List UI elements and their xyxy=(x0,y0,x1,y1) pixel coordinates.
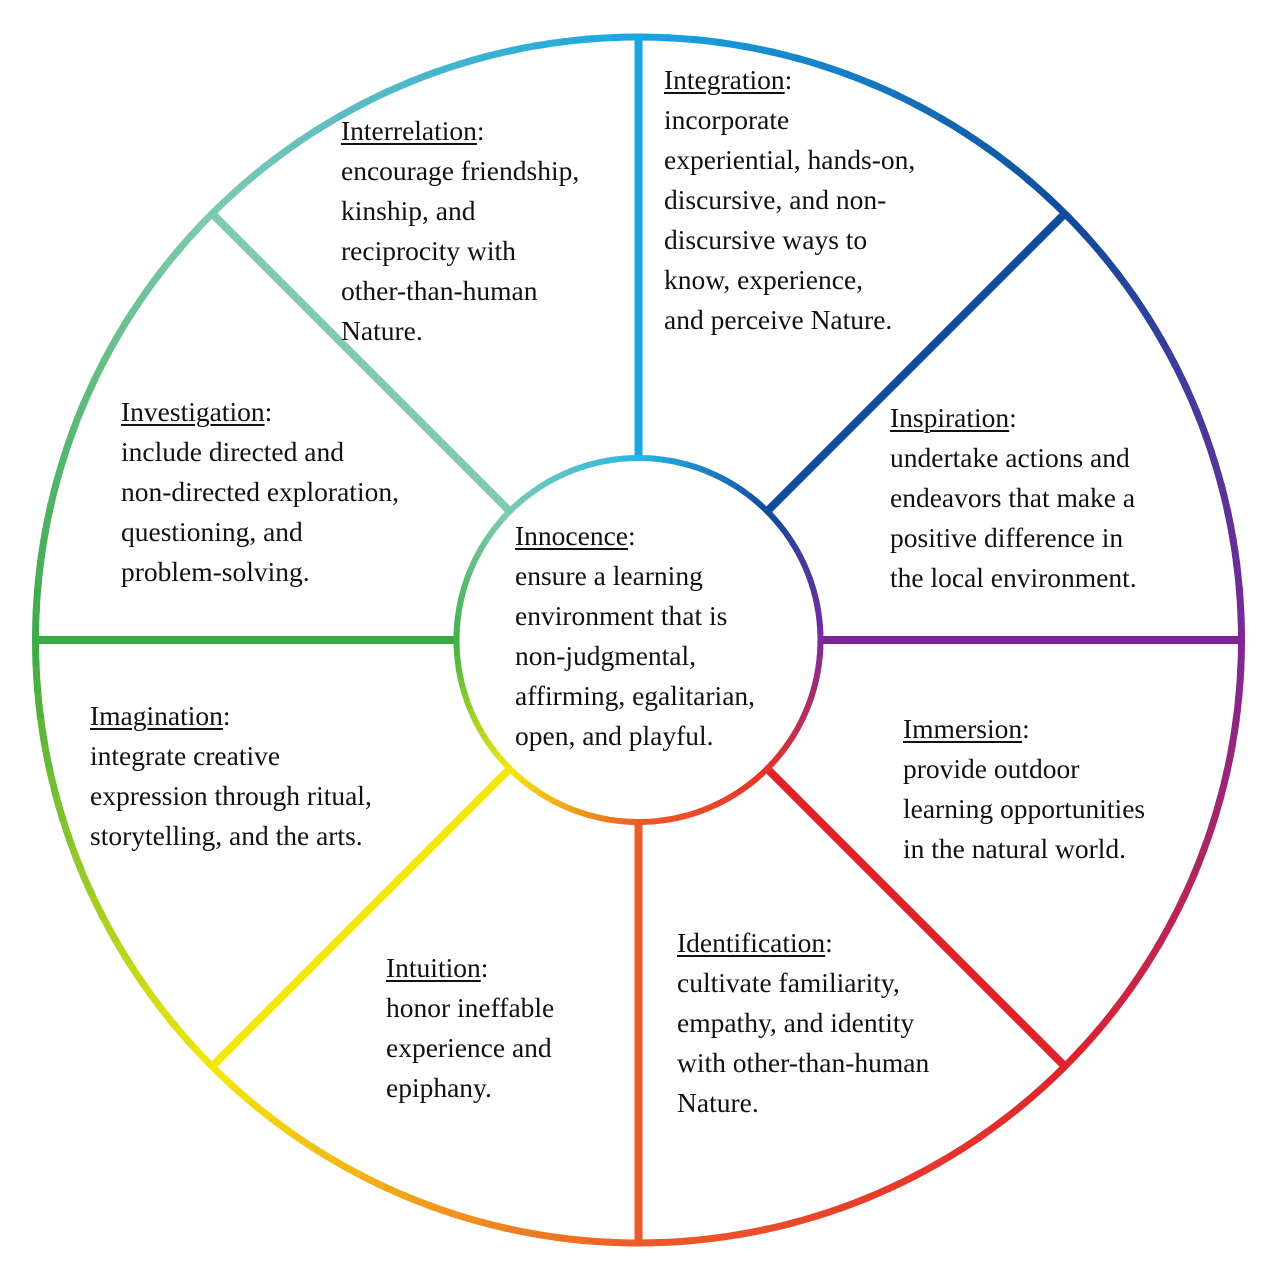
segment-text-line: Nature. xyxy=(677,1087,759,1118)
segment-text-line: discursive ways to xyxy=(664,224,868,255)
segment-text-line: non-judgmental, xyxy=(515,640,697,671)
segment-title: Inspiration xyxy=(890,402,1010,433)
segment-innocence: Innocence: ensure a learning environment… xyxy=(515,516,755,756)
segment-text-line: the local environment. xyxy=(890,562,1137,593)
segment-text-line: endeavors that make a xyxy=(890,482,1136,513)
segment-text-line: positive difference in xyxy=(890,522,1124,553)
segment-text-line: cultivate familiarity, xyxy=(677,967,900,998)
spoke-identification xyxy=(764,765,1068,1070)
segment-intuition: Intuition: honor ineffable experience an… xyxy=(386,948,554,1108)
segment-title: Identification xyxy=(677,927,826,958)
segment-integration: Integration: incorporate experiential, h… xyxy=(664,60,915,340)
spoke-interrelation xyxy=(209,210,513,515)
segment-text-line: and perceive Nature. xyxy=(664,304,893,335)
segment-text-line: in the natural world. xyxy=(903,833,1126,864)
segment-text-line: learning opportunities xyxy=(903,793,1146,824)
segment-immersion: Immersion: provide outdoor learning oppo… xyxy=(903,709,1145,869)
segment-title: Immersion xyxy=(903,713,1023,744)
segment-interrelation: Interrelation: encourage friendship, kin… xyxy=(341,111,579,351)
segment-text-line: encourage friendship, xyxy=(341,155,580,186)
segment-text-line: honor ineffable xyxy=(386,992,555,1023)
segment-imagination: Imagination: integrate creative expressi… xyxy=(90,696,372,856)
spoke-imagination xyxy=(209,765,513,1070)
segment-text-line: incorporate xyxy=(664,104,790,135)
segment-text-line: integrate creative xyxy=(90,740,281,771)
segment-text-line: know, experience, xyxy=(664,264,864,295)
segment-text-line: environment that is xyxy=(515,600,728,631)
segment-text-line: epiphany. xyxy=(386,1072,492,1103)
segment-text-line: expression through ritual, xyxy=(90,780,372,811)
segment-title: Intuition xyxy=(386,952,481,983)
segment-text-line: undertake actions and xyxy=(890,442,1130,473)
segment-text-line: non-directed exploration, xyxy=(121,476,399,507)
segment-text-line: kinship, and xyxy=(341,195,476,226)
spokes xyxy=(35,37,1242,1243)
segment-identification: Identification: cultivate familiarity, e… xyxy=(677,923,929,1123)
segment-text-line: empathy, and identity xyxy=(677,1007,915,1038)
spoke-inspiration xyxy=(764,210,1068,515)
segment-text-line: include directed and xyxy=(121,436,344,467)
segment-text-line: experience and xyxy=(386,1032,552,1063)
segment-text-line: discursive, and non- xyxy=(664,184,887,215)
outer-ring xyxy=(32,33,1246,1247)
segment-text-line: Nature. xyxy=(341,315,423,346)
segment-text-line: with other-than-human xyxy=(677,1047,930,1078)
inner-circle-ring xyxy=(453,454,824,826)
segment-inspiration: Inspiration: undertake actions and endea… xyxy=(890,398,1137,598)
segment-title: Imagination xyxy=(90,700,223,731)
segment-text-line: experiential, hands-on, xyxy=(664,144,916,175)
segment-text-line: reciprocity with xyxy=(341,235,516,266)
segment-investigation: Investigation: include directed and non-… xyxy=(121,392,399,592)
outer-ring-arc-segment xyxy=(612,33,645,42)
segment-title: Integration xyxy=(664,64,785,95)
segment-text-line: storytelling, and the arts. xyxy=(90,820,363,851)
segment-text-line: other-than-human xyxy=(341,275,538,306)
segment-text-line: ensure a learning xyxy=(515,560,703,591)
segment-text-line: questioning, and xyxy=(121,516,303,547)
segment-title: Innocence xyxy=(515,520,628,551)
segment-text-line: problem-solving. xyxy=(121,556,310,587)
segment-text-line: affirming, egalitarian, xyxy=(515,680,756,711)
segment-title: Interrelation xyxy=(341,115,477,146)
segment-text-line: provide outdoor xyxy=(903,753,1080,784)
segment-text-line: open, and playful. xyxy=(515,720,714,751)
segment-title: Investigation xyxy=(121,396,265,427)
